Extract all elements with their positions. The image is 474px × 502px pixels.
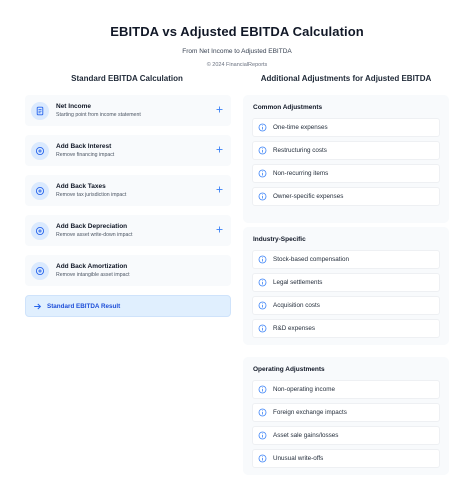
adjustment-item[interactable]: R&D expenses: [252, 319, 440, 338]
step-description: Remove tax jurisdiction impact: [56, 192, 127, 198]
step-description: Remove financing impact: [56, 152, 115, 158]
info-circle-icon: [258, 301, 267, 310]
step-net-income[interactable]: Net Income Starting point from income st…: [25, 95, 231, 126]
info-circle-icon: [258, 324, 267, 333]
info-circle-icon: [258, 431, 267, 440]
step-title: Add Back Taxes: [56, 183, 106, 190]
plus-circle-icon: [31, 221, 49, 240]
step-title: Net Income: [56, 103, 92, 110]
adjustment-item[interactable]: Non-operating income: [252, 380, 440, 399]
copyright-text: © 2024 FinancialReports: [206, 62, 268, 68]
document-icon: [31, 101, 49, 120]
adjustment-label: R&D expenses: [273, 325, 315, 332]
adjustment-label: Non-operating income: [273, 386, 335, 393]
adjustment-item[interactable]: Unusual write-offs: [252, 449, 440, 468]
adjustment-label: One-time expenses: [273, 124, 328, 131]
result-label: Standard EBITDA Result: [47, 302, 121, 310]
step-description: Remove intangible asset impact: [56, 272, 130, 278]
adjustment-item[interactable]: Asset sale gains/losses: [252, 426, 440, 445]
panel-operating-adjustments: Operating Adjustments Non-operating inco…: [243, 357, 449, 475]
adjustment-item[interactable]: One-time expenses: [252, 118, 440, 137]
step-add-back-interest[interactable]: Add Back Interest Remove financing impac…: [25, 135, 231, 166]
adjustment-item[interactable]: Owner-specific expenses: [252, 187, 440, 206]
step-description: Starting point from income statement: [56, 112, 141, 118]
info-circle-icon: [258, 192, 267, 201]
step-title: Add Back Interest: [56, 143, 112, 150]
info-circle-icon: [258, 255, 267, 264]
plus-circle-icon: [31, 181, 49, 200]
plus-icon[interactable]: [215, 145, 224, 154]
plus-icon[interactable]: [215, 185, 224, 194]
plus-circle-icon: [31, 261, 49, 280]
adjustment-label: Non-recurring items: [273, 170, 329, 177]
info-circle-icon: [258, 123, 267, 132]
adjustment-item[interactable]: Stock-based compensation: [252, 250, 440, 269]
step-title: Add Back Depreciation: [56, 223, 128, 230]
step-add-back-taxes[interactable]: Add Back Taxes Remove tax jurisdiction i…: [25, 175, 231, 206]
adjustment-label: Stock-based compensation: [273, 256, 349, 263]
info-circle-icon: [258, 278, 267, 287]
adjustment-item[interactable]: Restructuring costs: [252, 141, 440, 160]
adjustment-label: Unusual write-offs: [273, 455, 324, 462]
panel-industry-specific: Industry-Specific Stock-based compensati…: [243, 227, 449, 345]
standard-steps: Net Income Starting point from income st…: [25, 95, 231, 317]
adjustment-label: Legal settlements: [273, 279, 323, 286]
adjustment-label: Foreign exchange impacts: [273, 409, 347, 416]
adjustment-item[interactable]: Acquisition costs: [252, 296, 440, 315]
info-circle-icon: [258, 408, 267, 417]
panel-common-adjustments: Common Adjustments One-time expenses Res…: [243, 95, 449, 223]
adjustment-label: Restructuring costs: [273, 147, 327, 154]
page-subtitle: From Net Income to Adjusted EBITDA: [182, 48, 292, 55]
standard-ebitda-result[interactable]: Standard EBITDA Result: [25, 295, 231, 317]
panel-title: Common Adjustments: [253, 104, 323, 111]
plus-icon[interactable]: [215, 105, 224, 114]
page-header: EBITDA vs Adjusted EBITDA Calculation Fr…: [0, 0, 474, 68]
info-circle-icon: [258, 146, 267, 155]
adjustment-label: Asset sale gains/losses: [273, 432, 339, 439]
adjustment-item[interactable]: Legal settlements: [252, 273, 440, 292]
standard-column-title: Standard EBITDA Calculation: [71, 74, 183, 83]
adjustments-column-title: Additional Adjustments for Adjusted EBIT…: [260, 74, 432, 83]
plus-icon[interactable]: [215, 225, 224, 234]
plus-circle-icon: [31, 141, 49, 160]
info-circle-icon: [258, 454, 267, 463]
step-add-back-amortization[interactable]: Add Back Amortization Remove intangible …: [25, 255, 231, 286]
adjustment-item[interactable]: Foreign exchange impacts: [252, 403, 440, 422]
adjustment-label: Owner-specific expenses: [273, 193, 344, 200]
adjustment-label: Acquisition costs: [273, 302, 320, 309]
arrow-right-icon: [34, 303, 42, 309]
step-description: Remove asset write-down impact: [56, 232, 133, 238]
panel-title: Operating Adjustments: [253, 366, 325, 373]
step-title: Add Back Amortization: [56, 263, 128, 270]
info-circle-icon: [258, 385, 267, 394]
step-add-back-depreciation[interactable]: Add Back Depreciation Remove asset write…: [25, 215, 231, 246]
panel-title: Industry-Specific: [253, 236, 306, 243]
adjustment-item[interactable]: Non-recurring items: [252, 164, 440, 183]
info-circle-icon: [258, 169, 267, 178]
page-title: EBITDA vs Adjusted EBITDA Calculation: [110, 24, 364, 39]
